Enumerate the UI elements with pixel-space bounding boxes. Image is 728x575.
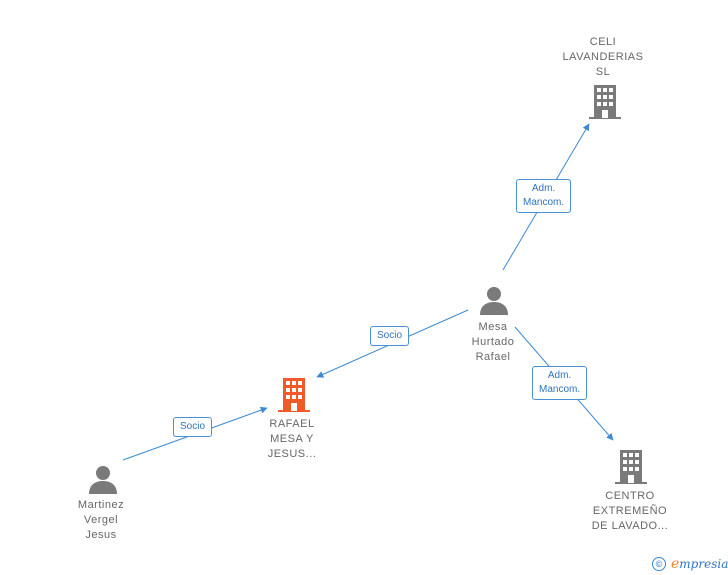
company-label-rafael[interactable]: RAFAEL MESA Y JESUS... (267, 418, 317, 460)
building-icon-highlight[interactable] (278, 378, 310, 412)
building-icon[interactable] (615, 450, 647, 484)
building-icon[interactable] (589, 85, 621, 119)
edge-label-adm-mancom[interactable]: Adm. Mancom. (516, 179, 572, 213)
brand-logo[interactable]: empresia (671, 556, 728, 572)
edge-label-adm-mancom[interactable]: Adm. Mancom. (532, 366, 588, 400)
person-icon[interactable] (479, 285, 509, 315)
person-label-mesa[interactable]: Mesa Hurtado Rafael (471, 321, 515, 363)
edge-label-socio[interactable]: Socio (370, 326, 410, 346)
copyright-icon: © (652, 557, 666, 571)
edge-label-socio[interactable]: Socio (173, 417, 213, 437)
company-label-celi[interactable]: CELI LAVANDERIAS SL (562, 36, 644, 78)
person-icon[interactable] (88, 464, 118, 494)
footer-brand: © empresia (652, 555, 728, 573)
company-label-centro[interactable]: CENTRO EXTREMEÑO DE LAVADO... (591, 490, 669, 532)
person-label-martinez[interactable]: Martinez Vergel Jesus (77, 499, 125, 541)
